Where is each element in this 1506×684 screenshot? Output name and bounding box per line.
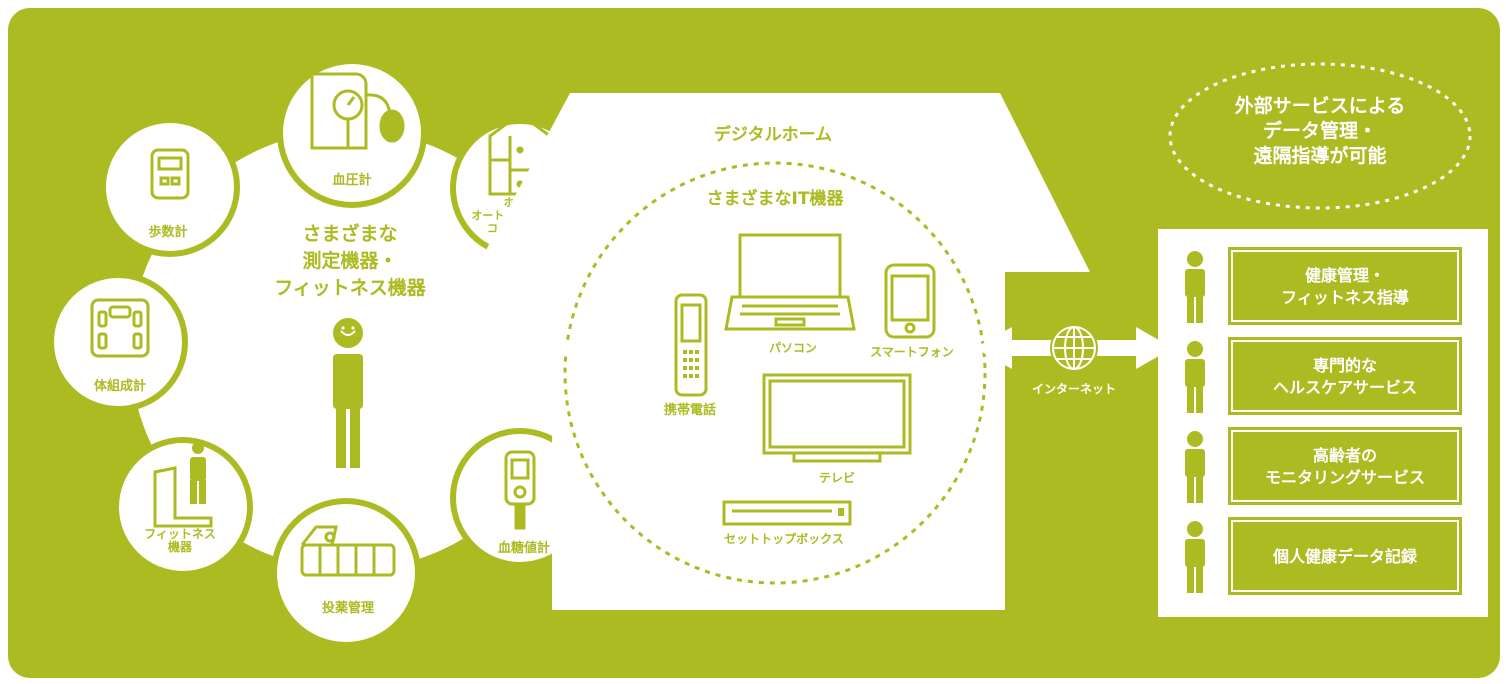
glucose-meter-icon [504,450,536,530]
person-icon [1185,341,1205,413]
service-row: 健康管理・フィットネス指導 [1185,247,1462,325]
service-box-border [1231,250,1459,322]
device-label-blood-pressure: 血圧計 [332,172,371,188]
device-label-glucose-meter: 血糖値計 [498,540,550,556]
service-row: 専門的なヘルスケアサービス [1185,337,1462,415]
internet-label: インターネット [1032,382,1116,396]
hub-title: さまざまな測定機器・フィットネス機器 [274,222,427,299]
globe-icon [1050,324,1098,372]
text-line: 歩数計 [148,224,187,240]
it-label-smartphone: スマートフォン [870,345,954,359]
it-label-tv: テレビ [819,470,855,485]
pedometer-icon [150,148,190,200]
person-icon [1185,431,1205,503]
services-panel: 健康管理・フィットネス指導専門的なヘルスケアサービス高齢者のモニタリングサービス… [1158,229,1488,617]
it-label-set-top-box: セットトップボックス [724,531,844,546]
service-box-border [1231,430,1459,502]
text-line: 血圧計 [332,172,371,188]
it-circle-title: さまざまなIT機器 [707,188,845,209]
service-box [1228,427,1462,505]
person-icon [1185,251,1205,323]
house-shape [470,93,1090,610]
text-line: フィットネス指導 [1281,288,1409,307]
text-line: データ管理・ [1263,119,1377,142]
person-icon [333,318,363,468]
text-line: 測定機器・ [302,249,397,272]
body-composition-scale-icon [90,298,150,358]
device-label-pill-box: 投薬管理 [322,600,374,616]
text-line: フィットネス機器 [274,276,427,299]
mobile-phone-icon [674,293,708,397]
set-top-box-icon [722,500,852,526]
device-label-pedometer: 歩数計 [148,224,187,240]
service-box [1228,517,1462,595]
service-box [1228,247,1462,325]
text-line: 健康管理・ [1305,266,1385,285]
external-note-ellipse [1168,62,1472,210]
fitness-treadmill-icon [153,442,213,528]
pill-box-icon [300,525,396,577]
it-label-laptop: パソコン [769,341,817,355]
text-line: 高齢者の [1313,446,1377,465]
it-label-mobile: 携帯電話 [664,402,716,418]
device-label-body-composition: 体組成計 [94,378,146,394]
device-label-fitness: フィットネス機器 [144,527,216,554]
text-line: フィットネス [144,527,216,541]
external-note: 外部サービスによるデータ管理・遠隔指導が可能 [1235,94,1405,167]
text-line: 個人健康データ記録 [1272,547,1418,566]
service-label: 個人健康データ記録 [1272,547,1418,566]
digital-home: デジタルホーム さまざまなIT機器 携帯電話 [470,93,1090,610]
text-line: 投薬管理 [322,600,374,616]
smartphone-icon [884,263,936,339]
laptop-icon [724,233,856,331]
hub-house-arrow [465,327,660,369]
it-devices-circle [563,161,987,585]
text-line: モニタリングサービス [1265,468,1425,487]
text-line: 機器 [168,539,193,554]
service-box-border [1231,340,1459,412]
person-icon [1185,521,1205,593]
service-label: 健康管理・フィットネス指導 [1281,266,1409,307]
text-line: 遠隔指導が可能 [1253,144,1386,167]
blood-pressure-monitor-icon [310,72,405,150]
service-row: 高齢者のモニタリングサービス [1185,427,1462,505]
service-label: 専門的なヘルスケアサービス [1273,356,1417,397]
text-line: 血糖値計 [498,540,550,556]
text-line: ヘルスケアサービス [1273,378,1417,397]
tv-icon [762,373,912,463]
hub-disc [130,130,570,570]
left-hub: 歩数計 血圧計 ホームオートメーション&コントロール [48,58,590,648]
service-row: 個人健康データ記録 [1185,517,1462,595]
service-box [1228,337,1462,415]
text-line: 専門的な [1313,356,1377,375]
text-line: 体組成計 [94,378,146,394]
text-line: さまざまな [302,222,397,245]
service-label: 高齢者のモニタリングサービス [1265,446,1425,487]
text-line: 外部サービスによる [1235,94,1405,117]
house-title: デジタルホーム [714,124,832,145]
service-box-border [1231,520,1459,592]
